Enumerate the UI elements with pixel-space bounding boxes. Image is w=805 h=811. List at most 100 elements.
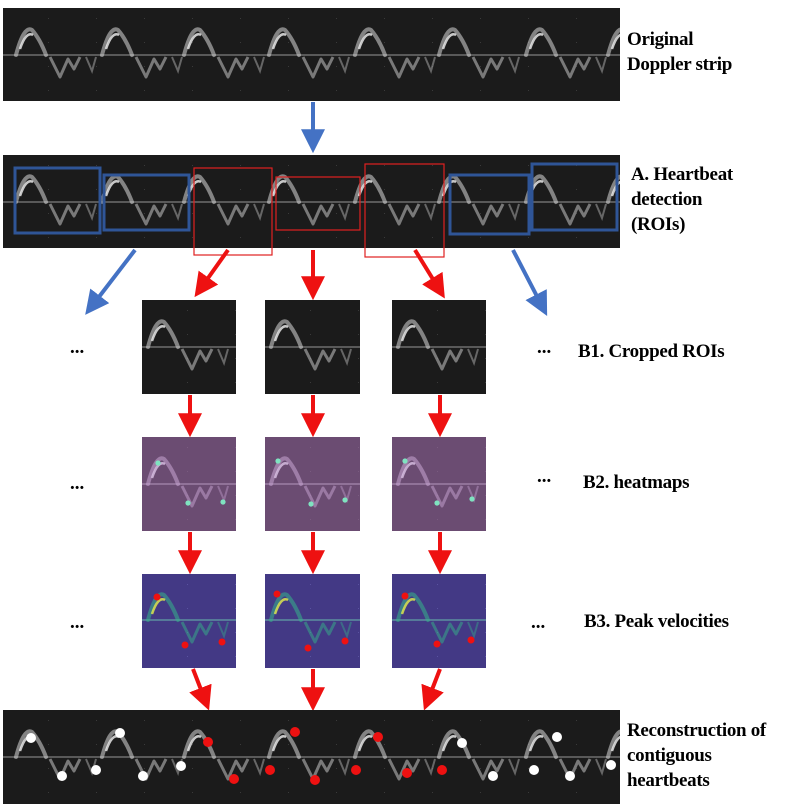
heatmap-peak <box>308 501 314 507</box>
grid-dot <box>288 165 289 166</box>
systolic-core <box>271 735 287 752</box>
grid-dot <box>576 237 577 238</box>
a-wave <box>338 56 350 74</box>
label-original-line2: Doppler strip <box>627 54 733 75</box>
a-wave <box>171 56 183 74</box>
diastolic-trough <box>48 56 82 79</box>
label-stage-b2: B2. heatmaps <box>583 472 690 493</box>
grid-dot <box>310 519 311 520</box>
grid-dot <box>192 66 193 67</box>
grid-dot <box>358 495 359 496</box>
reconstructed-dot-red <box>290 727 300 737</box>
systolic-peak <box>146 456 180 486</box>
grid-dot <box>288 213 289 214</box>
grid-dot <box>384 165 385 166</box>
grid-dot <box>96 792 97 793</box>
label-stage-a-line2: detection <box>631 189 703 210</box>
grid-dot <box>288 744 289 745</box>
grid-dot <box>235 447 236 448</box>
systolic-peak <box>606 729 620 759</box>
systolic-peak <box>524 27 558 57</box>
grid-dot <box>192 90 193 91</box>
grid-dot <box>432 744 433 745</box>
waveform <box>396 319 479 371</box>
roi-box-skipped <box>530 162 619 232</box>
grid-dot <box>235 632 236 633</box>
systolic-peak <box>267 729 301 759</box>
heatmap <box>142 437 236 531</box>
label-original: Original Doppler strip <box>627 27 732 77</box>
grid-dot <box>437 519 438 520</box>
grid-dot <box>358 519 359 520</box>
a-wave <box>217 348 229 366</box>
grid-dot <box>437 608 438 609</box>
grid-dot <box>336 42 337 43</box>
heatmap-peak <box>434 500 440 506</box>
reconstructed-dot-white <box>565 771 575 781</box>
grid-dot <box>240 18 241 19</box>
peak-velocity-dot <box>433 640 441 648</box>
systolic-peak <box>182 729 216 759</box>
peak-velocity-dot <box>304 644 312 652</box>
label-reconstruction: Reconstruction of contiguous heartbeats <box>627 718 766 793</box>
reconstructed-dot-red <box>437 765 447 775</box>
peak-velocities-row <box>142 574 486 668</box>
grid-dot <box>48 42 49 43</box>
waveform <box>14 27 620 79</box>
peak-velocity-dot <box>401 592 409 600</box>
peak-velocity-dot <box>153 593 161 601</box>
grid-dot <box>358 358 359 359</box>
reconstructed-dot-white <box>26 733 36 743</box>
stage-arrows <box>178 395 452 712</box>
grid-dot <box>240 90 241 91</box>
grid-dot <box>310 608 311 609</box>
grid-dot <box>144 18 145 19</box>
systolic-peak <box>353 729 387 759</box>
a-wave <box>253 758 265 776</box>
heatmap <box>265 437 360 531</box>
reconstructed-dot-white <box>488 771 498 781</box>
grid-dot <box>144 768 145 769</box>
reconstructed-dot-white <box>552 732 562 742</box>
grid-dot <box>437 447 438 448</box>
grid-dot <box>235 334 236 335</box>
grid-dot <box>192 165 193 166</box>
grid-dot <box>192 18 193 19</box>
grid-dot <box>310 447 311 448</box>
diastolic-trough <box>180 348 214 371</box>
grid-dot <box>480 768 481 769</box>
systolic-core <box>441 735 457 752</box>
grid-dot <box>144 792 145 793</box>
grid-dot <box>437 471 438 472</box>
grid-dot <box>144 744 145 745</box>
grid-dot <box>384 66 385 67</box>
systolic-core <box>150 598 166 615</box>
systolic-core <box>104 33 120 50</box>
systolic-peak <box>269 592 303 622</box>
grid-dot <box>288 18 289 19</box>
grid-dot <box>336 189 337 190</box>
grid-dot <box>432 165 433 166</box>
grid-dot <box>358 334 359 335</box>
grid-dot <box>528 66 529 67</box>
grid-dot <box>528 18 529 19</box>
systolic-core <box>400 462 416 479</box>
grid-dot <box>144 213 145 214</box>
grid-dot <box>187 608 188 609</box>
heatmap-peak <box>469 496 475 502</box>
systolic-peak <box>100 174 134 204</box>
grid-dot <box>96 237 97 238</box>
diastolic-trough <box>430 348 464 371</box>
diastolic-trough <box>558 203 592 226</box>
a-wave <box>467 348 479 366</box>
roi-box-skipped <box>102 173 191 232</box>
grid-dot <box>48 768 49 769</box>
grid-dot <box>485 632 486 633</box>
reconstructed-dot-red <box>203 737 213 747</box>
a-wave <box>217 621 229 639</box>
grid-dot <box>192 744 193 745</box>
peak-velocity-dot <box>341 637 349 645</box>
systolic-core <box>610 735 620 752</box>
peak-velocity-dot <box>181 641 189 649</box>
waveform <box>269 319 352 371</box>
